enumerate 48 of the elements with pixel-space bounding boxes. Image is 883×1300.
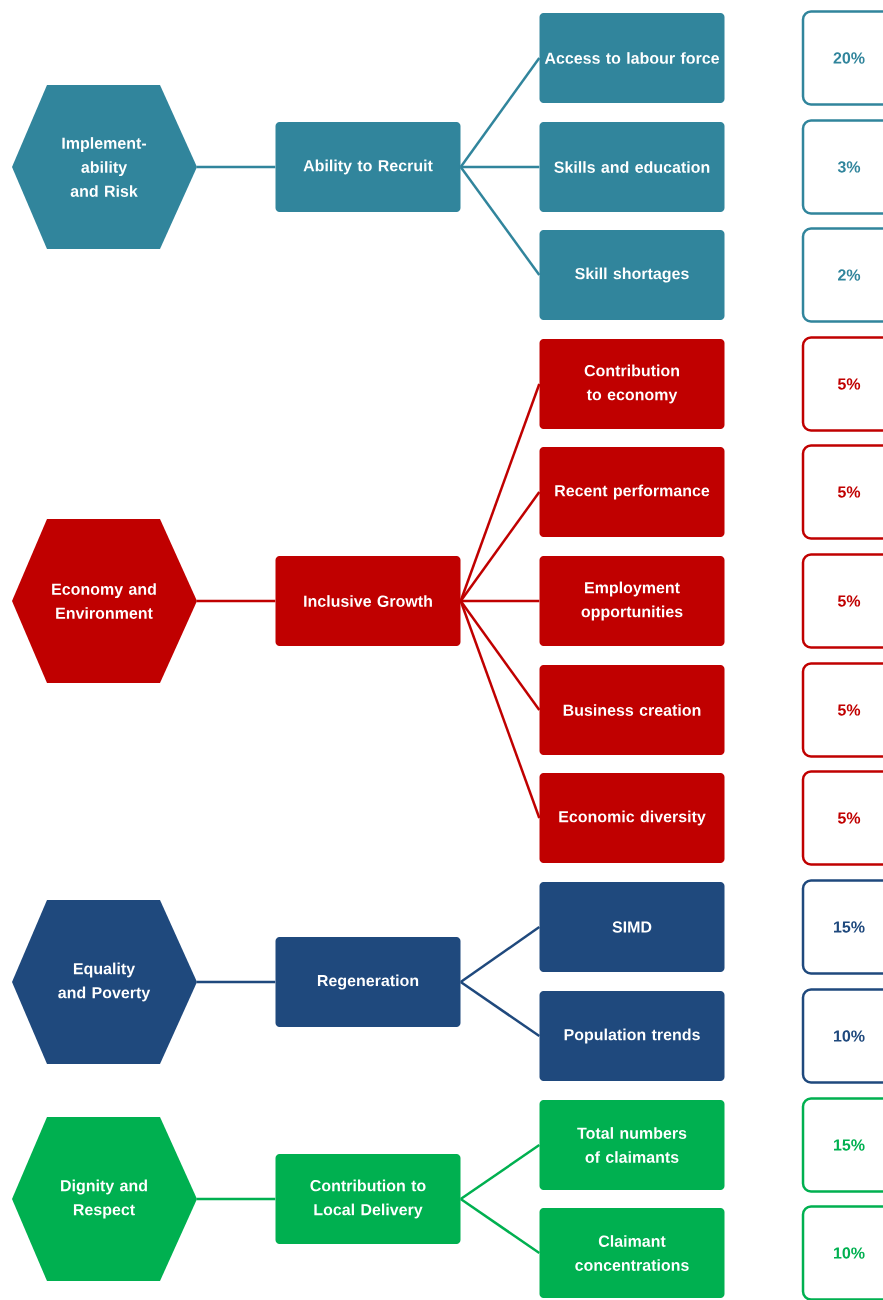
criterion-box: Total numbers of claimants <box>539 1100 725 1190</box>
weight-box: 5% <box>801 444 883 540</box>
criterion-box: SIMD <box>539 882 725 972</box>
connector-line <box>459 57 541 168</box>
hexagon: Equality and Poverty <box>12 900 197 1064</box>
category-box: Inclusive Growth <box>275 556 461 646</box>
connector-line <box>196 599 276 603</box>
connector-line <box>196 165 276 169</box>
weight-box: 15% <box>801 1097 883 1193</box>
connector-line <box>460 165 540 169</box>
weight-box: 5% <box>801 553 883 649</box>
connector-line <box>460 599 540 603</box>
category-box: Regeneration <box>275 937 461 1027</box>
weight-box: 15% <box>801 879 883 975</box>
criterion-box: Claimant concentrations <box>539 1208 725 1298</box>
criterion-box: Recent performance <box>539 447 725 537</box>
weight-box: 10% <box>801 988 883 1084</box>
connector-line <box>459 166 541 276</box>
weight-box: 5% <box>801 336 883 432</box>
criterion-box: Access to labour force <box>539 13 725 103</box>
weight-box: 5% <box>801 662 883 758</box>
connector-line <box>459 491 541 602</box>
connector-line <box>196 980 276 984</box>
criterion-box: Population trends <box>539 991 725 1081</box>
category-box: Contribution to Local Delivery <box>275 1154 461 1244</box>
weight-box: 5% <box>801 770 883 866</box>
criterion-box: Contribution to economy <box>539 339 725 429</box>
criterion-box: Skills and education <box>539 122 725 212</box>
criterion-box: Employment opportunities <box>539 556 725 646</box>
hexagon: Economy and Environment <box>12 519 197 683</box>
weight-box: 2% <box>801 227 883 323</box>
criterion-box: Skill shortages <box>539 230 725 320</box>
hexagon: Dignity and Respect <box>12 1117 197 1281</box>
connector-line <box>460 1198 540 1255</box>
hexagon: Implement-ability and Risk <box>12 85 197 249</box>
connector-line <box>196 1197 276 1201</box>
connector-line <box>459 600 541 819</box>
connector-line <box>459 383 541 602</box>
criterion-box: Business creation <box>539 665 725 755</box>
connector-line <box>460 926 541 984</box>
connector-line <box>460 981 540 1038</box>
connector-line <box>460 1143 540 1201</box>
connector-line <box>459 600 541 711</box>
category-box: Ability to Recruit <box>275 122 461 212</box>
weight-box: 10% <box>801 1205 883 1300</box>
criterion-box: Economic diversity <box>539 773 725 863</box>
weight-box: 20% <box>801 10 883 106</box>
weight-box: 3% <box>801 119 883 215</box>
